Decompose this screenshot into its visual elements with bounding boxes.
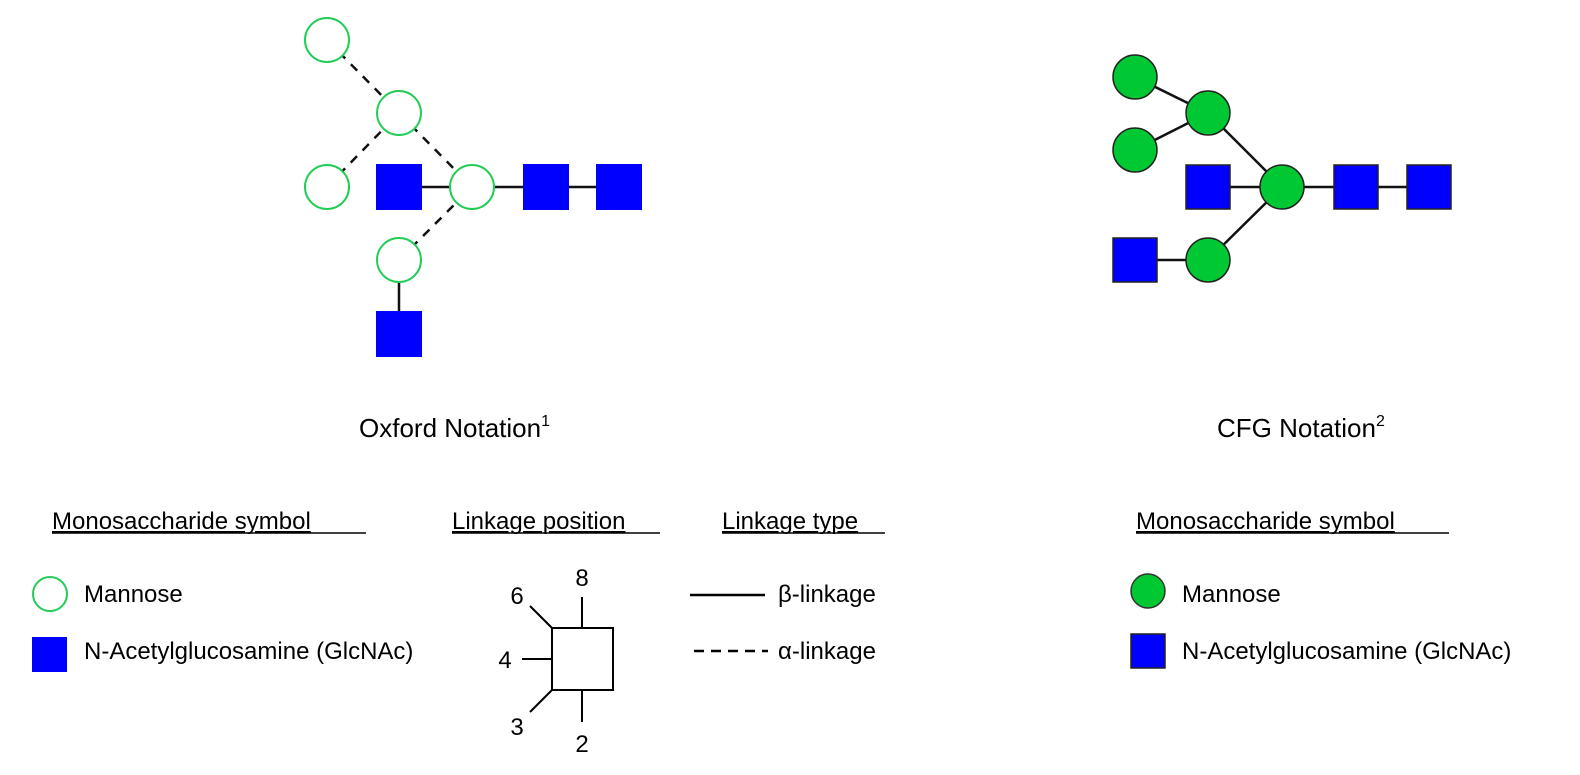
position-4-label: 4 — [498, 647, 511, 674]
oxford-nodes — [304, 17, 642, 357]
glcnac-node — [1333, 164, 1379, 210]
mannose-node — [1259, 164, 1305, 210]
position-2-label: 2 — [575, 731, 588, 758]
cfg-nodes — [1112, 54, 1452, 283]
linkage-position-diagram: 8 6 4 3 2 — [498, 565, 614, 758]
glcnac-outlined-square-icon — [1130, 633, 1166, 669]
position-8-label: 8 — [575, 565, 588, 592]
glcnac-square-icon — [32, 637, 67, 672]
cfg-diagram — [1112, 54, 1452, 283]
linkage-position-square-icon — [551, 627, 614, 691]
mannose-node — [449, 164, 495, 210]
mannose-open-circle-icon — [32, 576, 68, 612]
alpha-linkage-label: α-linkage — [778, 638, 876, 665]
mannose-node — [1112, 127, 1158, 173]
position-3-label: 3 — [510, 714, 523, 741]
position-6-line — [529, 605, 553, 629]
glcnac-node — [596, 164, 642, 210]
oxford-diagram — [304, 17, 642, 357]
glcnac-node — [523, 164, 569, 210]
oxford-caption-superscript: 1 — [541, 413, 550, 430]
linkage-type-header: Linkage type — [722, 508, 858, 535]
position-6-label: 6 — [510, 583, 523, 610]
cfg-caption: CFG Notation2 — [1217, 413, 1385, 443]
cfg-symbol-legend-header: Monosaccharide symbol — [1136, 508, 1395, 535]
glcnac-node — [1185, 164, 1231, 210]
mannose-node — [376, 90, 422, 136]
oxford-glcnac-label: N-Acetylglucosamine (GlcNAc) — [84, 638, 413, 665]
glcnac-node — [376, 311, 422, 357]
cfg-caption-superscript: 2 — [1376, 413, 1385, 430]
glcnac-node — [376, 164, 422, 210]
mannose-node — [1185, 90, 1231, 136]
cfg-glcnac-label: N-Acetylglucosamine (GlcNAc) — [1182, 638, 1511, 665]
mannose-node — [1112, 54, 1158, 100]
glcnac-node — [1406, 164, 1452, 210]
mannose-node — [304, 164, 350, 210]
cfg-mannose-label: Mannose — [1182, 581, 1281, 608]
linkage-position-header: Linkage position — [452, 508, 625, 535]
glcnac-node — [1112, 237, 1158, 283]
mannose-node — [304, 17, 350, 63]
oxford-mannose-label: Mannose — [84, 581, 183, 608]
beta-linkage-label: β-linkage — [778, 581, 876, 608]
mannose-node — [376, 237, 422, 283]
position-3-line — [529, 689, 553, 713]
mannose-node — [1185, 237, 1231, 283]
mannose-filled-circle-icon — [1130, 573, 1166, 609]
oxford-caption: Oxford Notation1 — [359, 413, 550, 443]
oxford-symbol-legend-header: Monosaccharide symbol — [52, 508, 311, 535]
